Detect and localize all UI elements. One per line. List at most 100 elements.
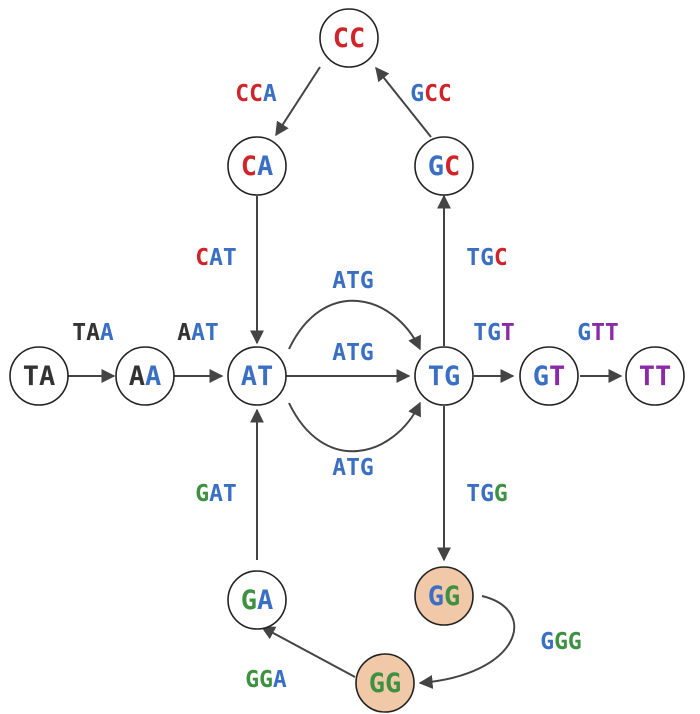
letter-c: C	[235, 81, 249, 107]
edge-line-GG1-GG2	[418, 595, 516, 689]
node-TT: TT	[625, 346, 685, 406]
node-label: AT	[241, 361, 274, 392]
node-label: GG	[369, 668, 402, 699]
node-circle	[355, 653, 415, 713]
letter-a: A	[332, 340, 346, 366]
node-label: GA	[241, 585, 274, 616]
letter-a: A	[177, 320, 191, 346]
edge-label-TAA: TAA	[72, 320, 114, 346]
letter-c: C	[333, 23, 349, 54]
edge-label-ATG-bottom: ATG	[332, 455, 374, 481]
letter-c: C	[494, 245, 508, 271]
node-CC: CC	[319, 8, 379, 68]
letter-t: T	[655, 361, 671, 392]
edge-label-ATG-mid: ATG	[332, 340, 374, 366]
edge-line-GG2-GA	[260, 626, 356, 678]
letter-a: A	[263, 81, 277, 107]
letter-t: T	[346, 340, 360, 366]
node-circle	[519, 346, 579, 406]
node-circle	[115, 346, 175, 406]
edge-label-AAT: AAT	[177, 320, 219, 346]
node-circle	[227, 346, 287, 406]
letter-g: G	[360, 455, 374, 481]
letter-a: A	[100, 320, 114, 346]
letter-t: T	[346, 268, 360, 294]
letter-g: G	[360, 340, 374, 366]
letter-g: G	[385, 668, 401, 699]
edge-line-AT-TG-top	[288, 299, 421, 351]
node-TG: TG	[414, 346, 474, 406]
letter-t: T	[466, 481, 480, 507]
node-TA: TA	[9, 346, 69, 406]
letter-g: G	[241, 585, 257, 616]
edge-label-CCA: CCA	[235, 81, 277, 107]
letter-g: G	[533, 361, 549, 392]
letter-t: T	[205, 320, 219, 346]
letter-t: T	[501, 320, 515, 346]
node-circle	[9, 346, 69, 406]
letter-g: G	[444, 581, 460, 612]
node-label: TA	[23, 361, 56, 392]
node-CA: CA	[227, 136, 287, 196]
node-circle	[227, 570, 287, 630]
letter-c: C	[241, 151, 257, 182]
node-AT: AT	[227, 346, 287, 406]
letter-g: G	[428, 151, 444, 182]
edge-label-TGG: TGG	[466, 481, 508, 507]
letter-a: A	[241, 361, 257, 392]
node-circle	[414, 566, 474, 626]
edge-line-AT-TG-bottom	[288, 401, 421, 453]
letter-c: C	[195, 245, 209, 271]
letter-g: G	[259, 667, 273, 693]
letter-c: C	[444, 151, 460, 182]
letter-g: G	[540, 629, 554, 655]
letter-a: A	[145, 361, 161, 392]
letter-a: A	[86, 320, 100, 346]
node-circle	[319, 8, 379, 68]
letter-g: G	[568, 629, 582, 655]
letter-t: T	[257, 361, 273, 392]
letter-t: T	[639, 361, 655, 392]
letter-t: T	[473, 320, 487, 346]
letter-g: G	[577, 320, 591, 346]
edge-line-GC-CC	[375, 66, 432, 138]
node-circle	[227, 136, 287, 196]
node-GG-upper: GG	[414, 566, 474, 626]
letter-g: G	[369, 668, 385, 699]
letter-a: A	[209, 481, 223, 507]
letter-a: A	[332, 268, 346, 294]
node-label: GG	[428, 581, 461, 612]
node-GA: GA	[227, 570, 287, 630]
letter-g: G	[444, 361, 460, 392]
letter-t: T	[223, 481, 237, 507]
letter-g: G	[480, 245, 494, 271]
letter-t: T	[591, 320, 605, 346]
edge-label-GAT: GAT	[195, 481, 237, 507]
edge-label-TGC: TGC	[466, 245, 508, 271]
letter-t: T	[223, 245, 237, 271]
letter-g: G	[428, 581, 444, 612]
edge-lines	[66, 66, 623, 689]
letter-g: G	[360, 268, 374, 294]
node-GT: GT	[519, 346, 579, 406]
letter-g: G	[245, 667, 259, 693]
node-label: CC	[333, 23, 366, 54]
node-label: TG	[428, 361, 461, 392]
letter-a: A	[191, 320, 205, 346]
node-label: TT	[639, 361, 672, 392]
letter-t: T	[605, 320, 619, 346]
letter-g: G	[410, 81, 424, 107]
edge-label-CAT: CAT	[195, 245, 237, 271]
edge-label-ATG-top: ATG	[332, 268, 374, 294]
letter-a: A	[129, 361, 145, 392]
edge-label-GTT: GTT	[577, 320, 619, 346]
letter-t: T	[466, 245, 480, 271]
node-label: GT	[533, 361, 566, 392]
letter-t: T	[23, 361, 39, 392]
node-GG-lower: GG	[355, 653, 415, 713]
letter-c: C	[438, 81, 452, 107]
node-circle	[625, 346, 685, 406]
edge-label-TGT: TGT	[473, 320, 515, 346]
edge-label-GGA: GGA	[245, 667, 287, 693]
